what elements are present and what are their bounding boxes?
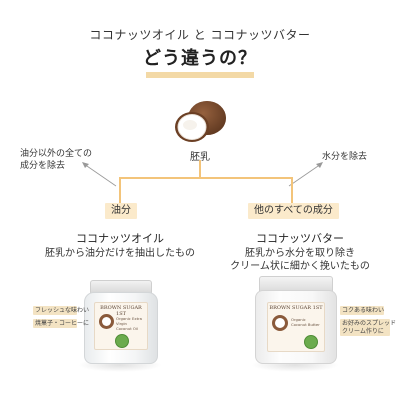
left-note2-bg — [33, 319, 77, 328]
tag-oil: 油分 — [105, 203, 137, 219]
left-note-line2: 成分を除去 — [20, 161, 66, 171]
title-underline — [146, 72, 254, 78]
organic-seal-icon — [115, 334, 129, 348]
left-mini-note1: フレッシュな味わい — [35, 307, 90, 314]
left-diagonal-arrow — [82, 162, 117, 187]
coconut-oil-jar: BROWN SUGAR 1ST Organic Extra Virgin Coc… — [78, 280, 162, 372]
page-title: どう違うの？ — [143, 48, 257, 69]
right-mini-note2-line2: クリーム作りに — [342, 328, 384, 335]
right-diagonal-arrow — [288, 162, 323, 187]
right-product-name: ココナッツバター — [256, 232, 344, 245]
coconut-mini-icon — [99, 314, 114, 329]
left-note1-bg — [33, 306, 77, 315]
organic-seal-icon — [304, 335, 318, 349]
right-mini-note2-line1: お好みのスプレッド — [342, 320, 397, 327]
jar-label-product-line2: Coconut Butter — [291, 322, 320, 327]
right-note1-bg — [340, 306, 384, 315]
jar-label-product-line1: Organic — [291, 317, 306, 322]
connector-left — [119, 177, 121, 203]
header-subtitle: ココナッツオイル と ココナッツバター — [89, 28, 311, 42]
right-note: 水分を除去 — [322, 152, 368, 162]
jar-label-product-line1: Organic Extra Virgin — [116, 316, 142, 326]
right-product-desc: 胚乳から水分を取り除き クリーム状に細かく挽いたもの — [200, 247, 400, 273]
coconut-butter-jar: BROWN SUGAR 1ST Organic Coconut Butter — [251, 276, 339, 372]
connector-right — [291, 177, 293, 203]
jar-label-product: Organic Coconut Butter — [291, 317, 321, 327]
right-mini-note1: コクある味わい — [342, 307, 385, 314]
jar-label-product: Organic Extra Virgin Coconut Oil — [116, 316, 145, 331]
right-note2-bg — [340, 319, 390, 336]
connector-center — [199, 160, 201, 178]
left-note: 油分以外の全ての 成分を除去 — [20, 148, 92, 172]
jar-label-brand: BROWN SUGAR 1ST — [269, 305, 323, 311]
left-note-line1: 油分以外の全ての — [20, 149, 93, 159]
jar-label-product-line2: Coconut Oil — [116, 326, 138, 331]
right-product-desc-line1: 胚乳から水分を取り除き — [245, 248, 355, 259]
right-mini-note2: お好みのスプレッド クリーム作りに — [342, 320, 396, 336]
jar-label: BROWN SUGAR 1ST Organic Coconut Butter — [267, 302, 325, 352]
jar-label: BROWN SUGAR 1ST Organic Extra Virgin Coc… — [94, 302, 148, 350]
jar-label-brand: BROWN SUGAR 1ST — [100, 305, 142, 317]
left-product-name: ココナッツオイル — [76, 232, 164, 245]
tag-other: 他のすべての成分 — [248, 203, 339, 219]
center-label: 胚乳 — [190, 152, 210, 163]
right-product-desc-line2: クリーム状に細かく挽いたもの — [230, 261, 370, 272]
coconut-mini-icon — [272, 315, 288, 331]
left-mini-note2: 焼菓子・コーヒーに — [35, 320, 90, 327]
connector-horizontal — [120, 177, 293, 179]
left-product-desc: 胚乳から油分だけを抽出したもの — [45, 248, 195, 259]
coconut-icon — [171, 98, 229, 146]
